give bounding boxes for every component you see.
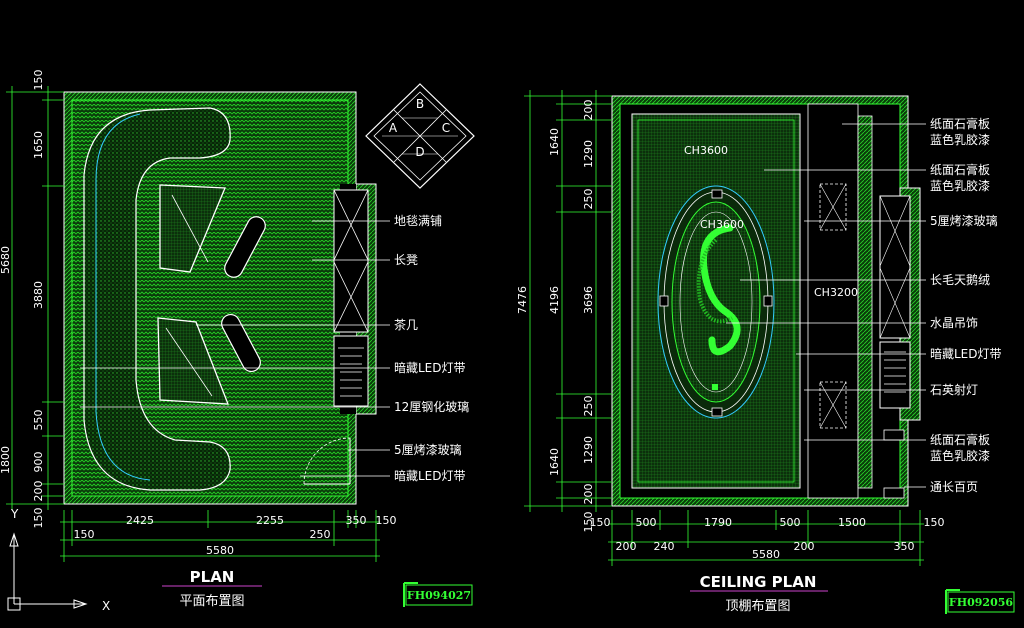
cabinet-glass bbox=[333, 189, 369, 333]
plan-dim-bottom-2: 350 bbox=[346, 514, 367, 527]
axis-y-label: Y bbox=[10, 507, 19, 521]
ceiling-drawing: CH3600 CH3600 CH3200 纸面石膏板 蓝色乳胶漆 纸面石膏板 蓝… bbox=[516, 90, 1015, 614]
plan-dim-left-outer: 5680 bbox=[0, 246, 12, 274]
ceiling-side-strip bbox=[807, 103, 859, 499]
ceiling-label-9: 石英射灯 bbox=[930, 382, 978, 397]
plan-dim-bottom-0: 2425 bbox=[126, 514, 154, 527]
ceiling-dim-mid-3: 350 bbox=[894, 540, 915, 553]
plan-label-1: 地毯满铺 bbox=[394, 214, 442, 228]
ceiling-dim-total: 5580 bbox=[752, 548, 780, 561]
ceiling-dim-left-8: 150 bbox=[582, 512, 595, 533]
section-compass: B A C D bbox=[365, 83, 475, 189]
plan-dim-left-4: 900 bbox=[32, 452, 45, 473]
ceiling-title: CEILING PLAN bbox=[700, 573, 817, 591]
ceiling-code: FH092056 bbox=[949, 596, 1013, 609]
tea-table-upper bbox=[159, 184, 226, 273]
plan-dim-left-5: 200 bbox=[32, 481, 45, 502]
plan-dim-total: 5580 bbox=[206, 544, 234, 557]
ucs-icon: Y X bbox=[7, 507, 110, 613]
plan-dim-bottom-1: 2255 bbox=[256, 514, 284, 527]
axis-x-label: X bbox=[102, 599, 110, 613]
ceiling-dim-left-7: 200 bbox=[582, 484, 595, 505]
ceiling-label-8: 暗藏LED灯带 bbox=[930, 346, 1002, 361]
crystal-chandelier bbox=[700, 224, 741, 356]
plan-label-4: 暗藏LED灯带 bbox=[394, 360, 466, 375]
ceiling-dim-left-3: 250 bbox=[582, 189, 595, 210]
plan-dim-left-lower: 1800 bbox=[0, 446, 12, 474]
ceiling-ch-1: CH3600 bbox=[684, 144, 728, 157]
plan-dim-left-3: 550 bbox=[32, 410, 45, 431]
ceiling-dim-mid-1: 240 bbox=[654, 540, 675, 553]
plan-label-2: 长凳 bbox=[394, 252, 418, 267]
ceiling-dim-left-5: 1290 bbox=[582, 436, 595, 464]
ceiling-dim-bottom-4: 1500 bbox=[838, 516, 866, 529]
plan-dim-mid-1: 250 bbox=[310, 528, 331, 541]
ceiling-label-12: 通长百页 bbox=[930, 480, 978, 494]
plan-dim-left-6: 150 bbox=[32, 508, 45, 529]
ceiling-dim-bottom-1: 500 bbox=[636, 516, 657, 529]
plan-dim-left-2: 3880 bbox=[32, 281, 45, 309]
bench bbox=[83, 107, 231, 491]
ceiling-dim-bottom-5: 150 bbox=[924, 516, 945, 529]
ceiling-dim-left-6: 1640 bbox=[548, 448, 561, 476]
compass-c: C bbox=[442, 121, 450, 135]
plan-label-7: 暗藏LED灯带 bbox=[394, 468, 466, 483]
ceiling-label-2: 蓝色乳胶漆 bbox=[930, 132, 990, 147]
ceiling-dim-bottom-2: 1790 bbox=[704, 516, 732, 529]
plan-dim-mid-0: 150 bbox=[74, 528, 95, 541]
plan-subtitle: 平面布置图 bbox=[179, 594, 244, 609]
plan-code: FH094027 bbox=[407, 589, 471, 602]
ceiling-dim-left-2: 1290 bbox=[582, 140, 595, 168]
ceiling-label-7: 水晶吊饰 bbox=[930, 316, 978, 330]
ceiling-label-3: 纸面石膏板 bbox=[930, 162, 990, 177]
ceiling-dim-mid-2: 200 bbox=[794, 540, 815, 553]
ceiling-dim-mid-0: 200 bbox=[616, 540, 637, 553]
tea-table-lower bbox=[157, 317, 229, 405]
ceiling-label-4: 蓝色乳胶漆 bbox=[930, 178, 990, 193]
ceiling-dim-left-1: 1640 bbox=[548, 128, 561, 156]
ceiling-ch-2: CH3600 bbox=[700, 218, 744, 231]
plan-title: PLAN bbox=[190, 568, 235, 586]
compass-b: B bbox=[416, 97, 424, 111]
ceiling-label-6: 长毛天鹅绒 bbox=[930, 273, 990, 287]
ceiling-label-10: 纸面石膏板 bbox=[930, 432, 990, 447]
plan-label-6: 5厘烤漆玻璃 bbox=[394, 442, 462, 457]
ceiling-label-1: 纸面石膏板 bbox=[930, 116, 990, 131]
ceiling-dim-bottom-0: 150 bbox=[590, 516, 611, 529]
plan-dim-left-1: 1650 bbox=[32, 131, 45, 159]
ceiling-dim-left-mid: 4196 bbox=[548, 286, 561, 314]
plan-dim-left-0: 150 bbox=[32, 70, 45, 91]
stool-lower bbox=[221, 313, 261, 373]
plan-label-5: 12厘钢化玻璃 bbox=[394, 400, 469, 414]
compass-a: A bbox=[389, 121, 398, 135]
ceiling-subtitle: 顶棚布置图 bbox=[725, 599, 790, 614]
ceiling-dim-left-4: 250 bbox=[582, 396, 595, 417]
ceiling-dim-bottom-3: 500 bbox=[780, 516, 801, 529]
ceiling-label-11: 蓝色乳胶漆 bbox=[930, 448, 990, 463]
ceiling-dim-left-0: 200 bbox=[582, 100, 595, 121]
plan-label-3: 茶几 bbox=[394, 317, 418, 332]
stool-upper bbox=[224, 216, 266, 278]
cabinet-led bbox=[333, 335, 369, 407]
ceiling-label-5: 5厘烤漆玻璃 bbox=[930, 213, 998, 228]
ceiling-dim-left-outer: 7476 bbox=[516, 286, 529, 314]
plan-dim-bottom-3: 150 bbox=[376, 514, 397, 527]
plan-drawing: 地毯满铺 长凳 茶几 暗藏LED灯带 12厘钢化玻璃 5厘烤漆玻璃 暗藏LED灯… bbox=[0, 70, 473, 609]
compass-d: D bbox=[415, 145, 424, 159]
ceiling-dim-left-inner: 3696 bbox=[582, 286, 595, 314]
ceiling-ch-3: CH3200 bbox=[814, 286, 858, 299]
